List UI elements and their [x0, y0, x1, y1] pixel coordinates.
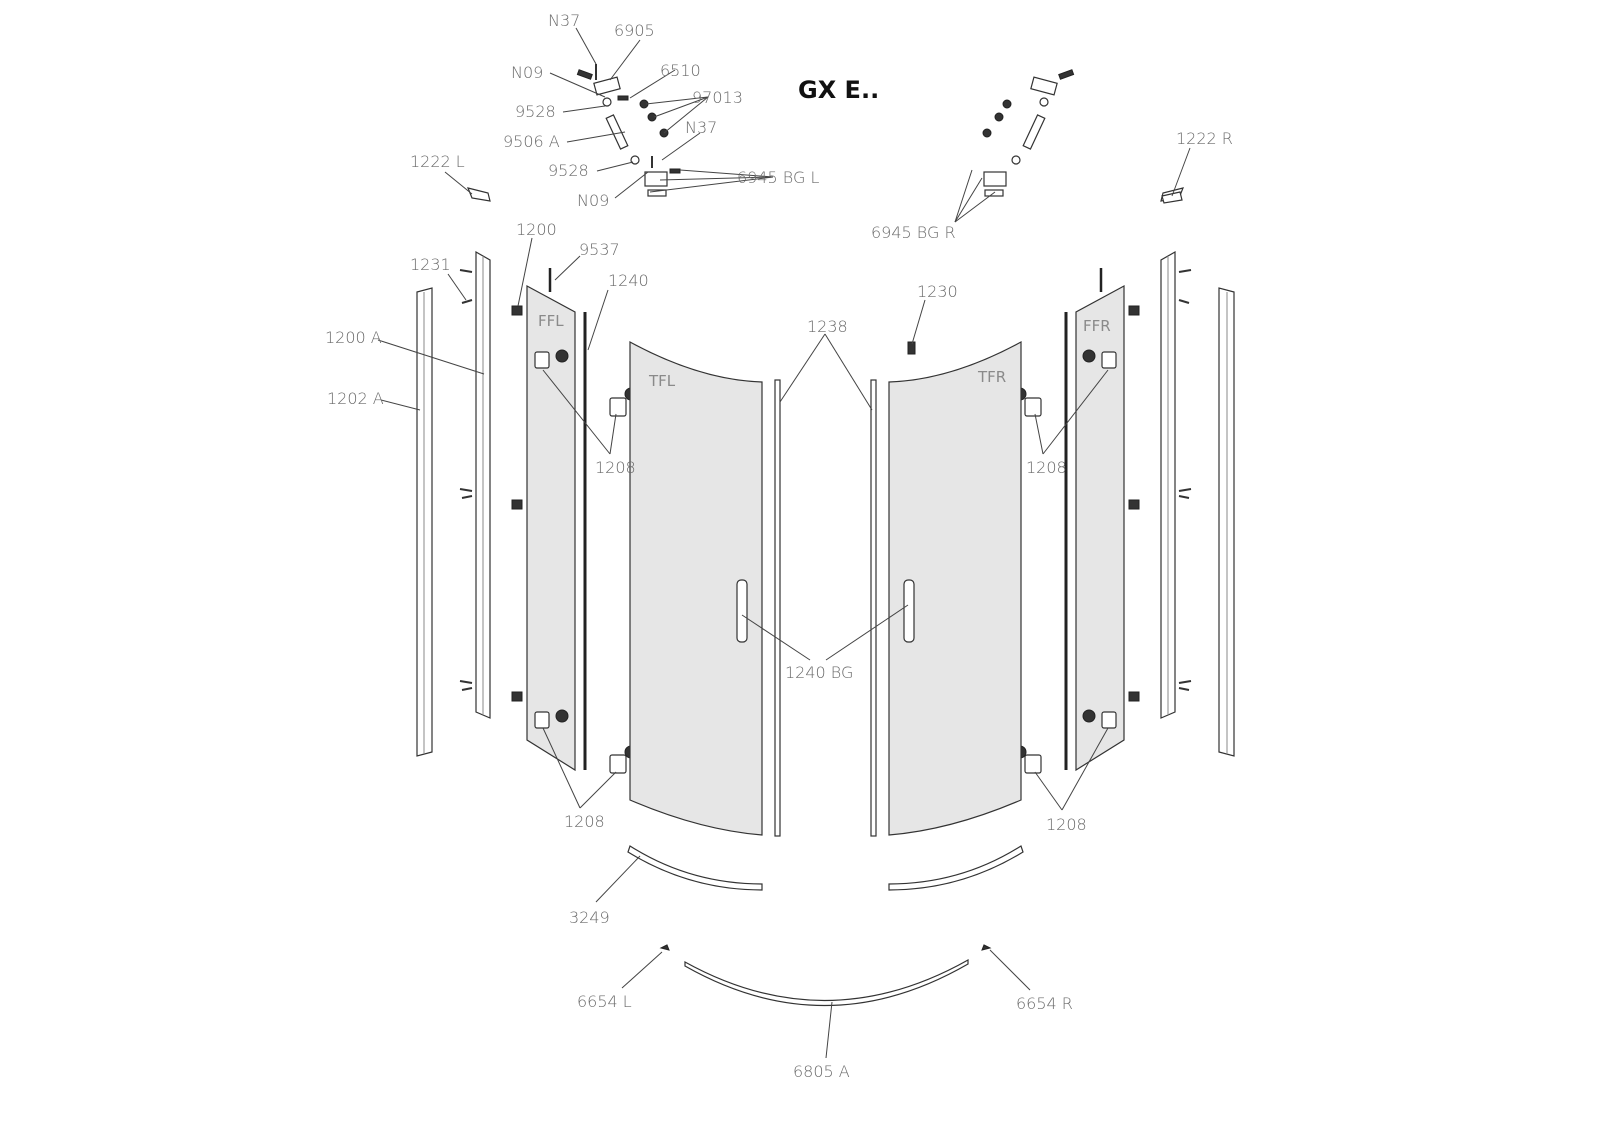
- label-6905: 6905: [614, 21, 655, 40]
- label-1222r: 1222 R: [1176, 129, 1233, 148]
- left-assembly: [415, 186, 782, 952]
- part-1222r: [1161, 191, 1183, 204]
- label-n09: N09: [511, 63, 543, 82]
- label-1231: 1231: [410, 255, 451, 274]
- label-6510: 6510: [660, 61, 701, 80]
- label-1208: 1208: [564, 812, 605, 831]
- label-6945-bg-r: 6945 BG R: [871, 223, 956, 242]
- label-1238: 1238: [807, 317, 848, 336]
- label-1208: 1208: [1026, 458, 1067, 477]
- label-1200: 1200: [516, 220, 557, 239]
- label-97013: 97013: [692, 88, 743, 107]
- right-assembly: [869, 186, 1236, 952]
- label-6945-bg-l: 6945 BG L: [737, 168, 819, 187]
- top-hardware-left: [576, 64, 681, 197]
- label-9506a: 9506 A: [503, 132, 560, 151]
- panel-label-tfl: TFL: [648, 372, 676, 390]
- label-1230: 1230: [917, 282, 958, 301]
- part-labels: N37 6905 N09 6510 97013 9528 9506 A N37 …: [325, 11, 1233, 1081]
- label-n37: N37: [548, 11, 580, 30]
- label-1208: 1208: [1046, 815, 1087, 834]
- panel-label-ffl: FFL: [538, 312, 564, 330]
- label-1202a: 1202 A: [327, 389, 384, 408]
- label-1200a: 1200 A: [325, 328, 382, 347]
- label-n37: N37: [685, 118, 717, 137]
- label-6805a: 6805 A: [793, 1062, 850, 1081]
- panel-label-tfr: TFR: [977, 368, 1006, 386]
- bottom-seal-6805a: [684, 958, 969, 1007]
- part-1230: [907, 341, 916, 355]
- label-n09: N09: [577, 191, 609, 210]
- label-1222l: 1222 L: [410, 152, 465, 171]
- diagram-title: GX E..: [798, 76, 879, 104]
- label-6654l: 6654 L: [577, 992, 632, 1011]
- label-1240bg: 1240 BG: [785, 663, 853, 682]
- label-1240: 1240: [608, 271, 649, 290]
- label-9528: 9528: [515, 102, 556, 121]
- label-1208: 1208: [595, 458, 636, 477]
- top-hardware-right: [982, 69, 1075, 197]
- label-3249: 3249: [569, 908, 610, 927]
- panel-label-ffr: FFR: [1083, 317, 1111, 335]
- label-9528: 9528: [548, 161, 589, 180]
- label-9537: 9537: [579, 240, 620, 259]
- label-6654r: 6654 R: [1016, 994, 1073, 1013]
- leader-lines: [377, 27, 1191, 1059]
